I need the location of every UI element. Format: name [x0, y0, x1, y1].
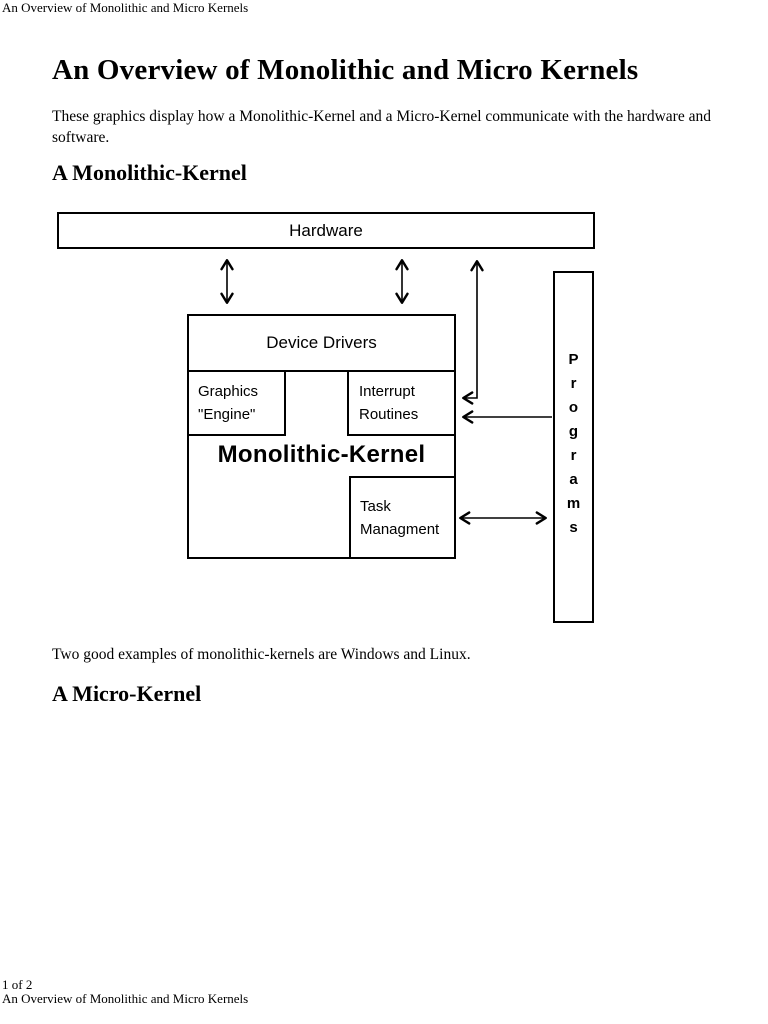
task-management-label: Task Managment [360, 498, 440, 538]
programs-box: Programs [553, 271, 594, 623]
hardware-label: Hardware [289, 220, 363, 240]
monolithic-kernel-heading: A Monolithic-Kernel [52, 160, 247, 185]
task-management-box: Task Managment [349, 476, 456, 559]
monolithic-examples-caption: Two good examples of monolithic-kernels … [52, 646, 471, 663]
programs-label: Programs [565, 351, 582, 543]
micro-kernel-heading: A Micro-Kernel [52, 681, 202, 706]
footer-running-title: An Overview of Monolithic and Micro Kern… [2, 991, 249, 1006]
device-drivers-label: Device Drivers [266, 333, 377, 352]
intro-paragraph: These graphics display how a Monolithic-… [52, 108, 711, 146]
interrupt-routines-label: Interrupt Routines [359, 383, 419, 423]
graphics-engine-box: Graphics "Engine" [187, 370, 286, 436]
page-title: An Overview of Monolithic and Micro Kern… [52, 54, 639, 86]
hardware-box: Hardware [57, 212, 595, 249]
interrupt-routines-box: Interrupt Routines [347, 370, 456, 436]
device-drivers-box: Device Drivers [187, 314, 456, 372]
running-header: An Overview of Monolithic and Micro Kern… [2, 0, 249, 15]
arrow-interrupt-hardware-elbow-icon [462, 260, 484, 405]
footer-page-number: 1 of 2 [2, 977, 33, 992]
monolithic-kernel-label: Monolithic-Kernel [217, 441, 426, 468]
graphics-engine-label: Graphics "Engine" [198, 383, 259, 423]
